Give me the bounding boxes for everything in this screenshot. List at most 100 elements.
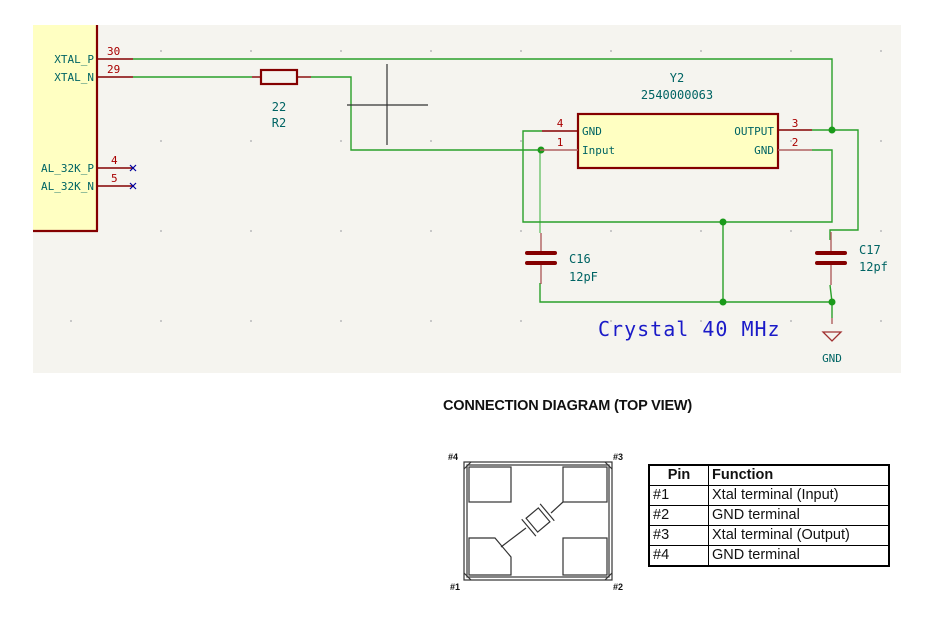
pin-name: XTAL_N <box>54 71 94 84</box>
table-row: #4 GND terminal <box>648 545 890 567</box>
grid-dot <box>520 320 522 322</box>
y2-value: 2540000063 <box>641 88 713 102</box>
pin-name: AL_32K_N <box>41 180 94 193</box>
schematic-background <box>33 25 901 373</box>
pin-number: 1 <box>557 136 564 149</box>
grid-dot <box>430 140 432 142</box>
c16-ref: C16 <box>569 252 591 266</box>
connection-diagram-title: CONNECTION DIAGRAM (TOP VIEW) <box>443 398 693 414</box>
grid-dot <box>790 320 792 322</box>
crystal-icon <box>521 503 555 537</box>
grid-dot <box>700 50 702 52</box>
grid-dot <box>880 230 882 232</box>
grid-dot <box>790 230 792 232</box>
gnd-label: GND <box>822 352 842 365</box>
pin-name: AL_32K_P <box>41 162 94 175</box>
mcu-pin-32k-p[interactable]: AL_32K_P 4 <box>41 154 137 175</box>
mcu-pin-32k-n[interactable]: AL_32K_N 5 <box>41 172 137 193</box>
pad-4 <box>468 466 512 503</box>
pad-1 <box>468 537 512 576</box>
grid-dot <box>250 320 252 322</box>
resistor-r2[interactable]: 22 R2 <box>252 68 311 130</box>
grid-dot <box>430 230 432 232</box>
grid-dot <box>160 140 162 142</box>
grid-dot <box>250 230 252 232</box>
pad-3 <box>562 466 608 503</box>
grid-dot <box>880 50 882 52</box>
pin-number: 30 <box>107 45 120 58</box>
pin-name: GND <box>754 144 774 157</box>
table-row: #3 Xtal terminal (Output) <box>648 525 890 546</box>
pin-number: 29 <box>107 63 120 76</box>
function-cell: GND terminal <box>708 505 890 526</box>
grid-dot <box>340 50 342 52</box>
grid-dot <box>70 320 72 322</box>
grid-dot <box>520 50 522 52</box>
pin-cell: #3 <box>648 525 709 546</box>
pin-name: OUTPUT <box>734 125 774 138</box>
crosshair-cursor-icon <box>347 64 428 145</box>
pin-number: 5 <box>111 172 118 185</box>
schematic-canvas[interactable]: XTAL_P 30 XTAL_N 29 AL_32K_P 4 AL_32K_N … <box>0 0 925 380</box>
mcu-pin-xtal-p[interactable]: XTAL_P 30 <box>54 45 133 66</box>
junctions <box>537 126 836 306</box>
pin-function-table: Pin Function #1 Xtal terminal (Input) #2… <box>648 464 890 567</box>
c17-value: 12pf <box>859 260 888 274</box>
function-cell: GND terminal <box>708 545 890 567</box>
pin-number: 4 <box>111 154 118 167</box>
grid-dot <box>610 50 612 52</box>
pin-name: Input <box>582 144 615 157</box>
crystal-note-text: Crystal 40 MHz <box>598 317 781 341</box>
grid-dot <box>700 320 702 322</box>
package-pin-label-2: #2 <box>613 582 624 592</box>
package-pin-label-1: #1 <box>450 582 461 592</box>
wire-xtal-p[interactable] <box>133 58 833 130</box>
capacitor-c17[interactable]: C17 12pf <box>815 232 888 285</box>
grid-dot <box>160 230 162 232</box>
wire-r2-to-input[interactable] <box>311 76 540 151</box>
pin-cell: #4 <box>648 545 709 567</box>
grid-dot <box>160 320 162 322</box>
wire-cap-gnd[interactable] <box>539 283 833 318</box>
grid-dot <box>340 320 342 322</box>
c17-ref: C17 <box>859 243 881 257</box>
crystal-y2[interactable]: Y2 2540000063 4 1 3 2 GND Input OUTPUT G… <box>540 71 812 170</box>
capacitor-icon <box>815 251 847 265</box>
grid-dot <box>520 230 522 232</box>
c16-value: 12pF <box>569 270 598 284</box>
ground-icon <box>821 331 843 342</box>
pin-number: 2 <box>792 136 799 149</box>
function-cell: Xtal terminal (Output) <box>708 525 890 546</box>
mcu-pin-xtal-n[interactable]: XTAL_N 29 <box>54 63 133 84</box>
y2-ref: Y2 <box>670 71 684 85</box>
grid-dot <box>790 50 792 52</box>
grid-dot <box>610 320 612 322</box>
pin-number: 4 <box>557 117 564 130</box>
capacitor-c16[interactable]: C16 12pF <box>525 233 598 284</box>
table-row: #2 GND terminal <box>648 505 890 526</box>
grid-dot <box>430 320 432 322</box>
table-row: #1 Xtal terminal (Input) <box>648 485 890 506</box>
column-header-function: Function <box>708 464 890 486</box>
grid-dot <box>700 230 702 232</box>
column-header-pin: Pin <box>648 464 709 486</box>
package-outline <box>463 461 613 581</box>
grid-dot <box>430 50 432 52</box>
no-connect-icon <box>129 182 137 190</box>
grid-dot <box>160 50 162 52</box>
wires <box>133 58 859 318</box>
pin-cell: #2 <box>648 505 709 526</box>
grid-dot <box>610 230 612 232</box>
resistor-icon <box>259 68 299 86</box>
grid-dot <box>340 140 342 142</box>
junction-dot <box>828 298 836 306</box>
junction-dot <box>719 298 727 306</box>
wire-output-to-c17[interactable] <box>812 129 859 240</box>
grid-dot <box>340 230 342 232</box>
wire-gnd-loop[interactable] <box>522 130 833 223</box>
junction-dot <box>719 218 727 226</box>
y2-body <box>576 112 780 170</box>
gnd-power-symbol[interactable]: GND <box>821 318 843 365</box>
no-connect-icon <box>129 164 137 172</box>
package-pin-label-3: #3 <box>613 452 624 462</box>
